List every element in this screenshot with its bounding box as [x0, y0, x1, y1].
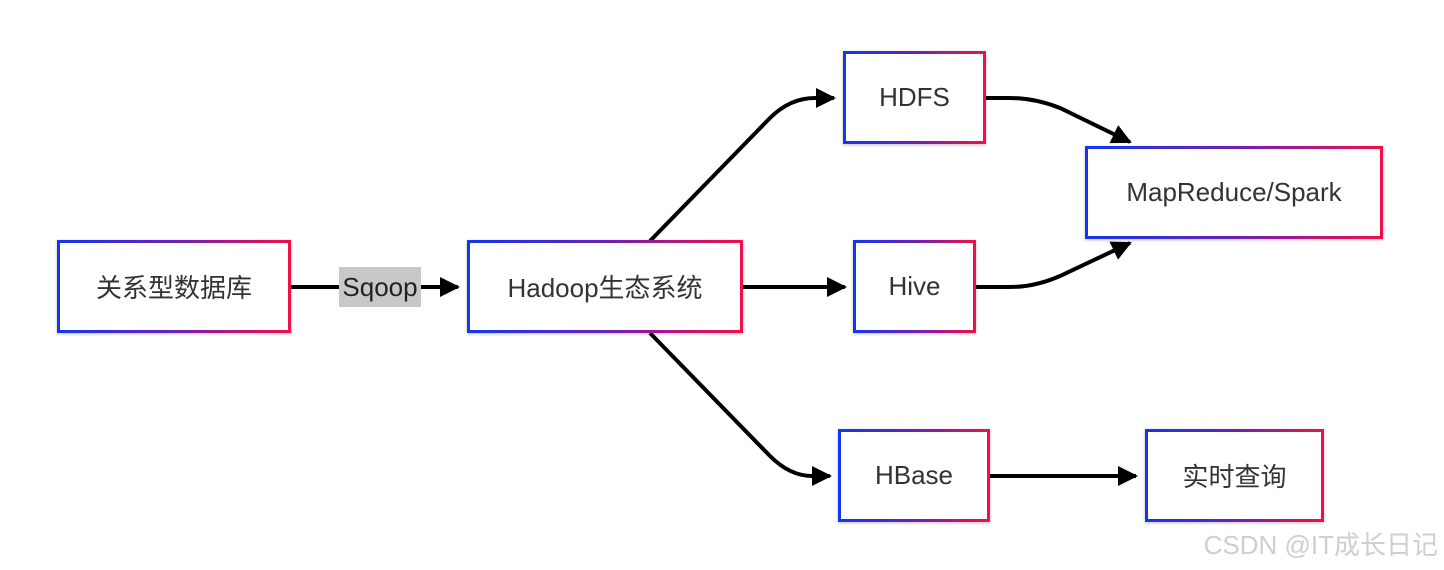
- node-hdfs[interactable]: HDFS: [843, 51, 986, 144]
- edge-hive-to-mapreduce: [976, 241, 1132, 289]
- node-hbase[interactable]: HBase: [838, 429, 990, 522]
- sqoop-edge-label: Sqoop: [339, 267, 421, 307]
- edge-hadoop-to-hdfs: [648, 88, 836, 243]
- node-hive[interactable]: Hive: [853, 240, 976, 333]
- edge-hdfs-to-mapreduce: [986, 96, 1132, 144]
- node-hadoop-ecosystem[interactable]: Hadoop生态系统: [467, 240, 743, 333]
- node-relational-db[interactable]: 关系型数据库: [57, 240, 291, 333]
- node-mapreduce-spark[interactable]: MapReduce/Spark: [1085, 146, 1383, 239]
- edge-hadoop-to-hbase: [648, 331, 832, 486]
- watermark: CSDN @IT成长日记: [1203, 530, 1438, 560]
- node-realtime-query[interactable]: 实时查询: [1145, 429, 1324, 522]
